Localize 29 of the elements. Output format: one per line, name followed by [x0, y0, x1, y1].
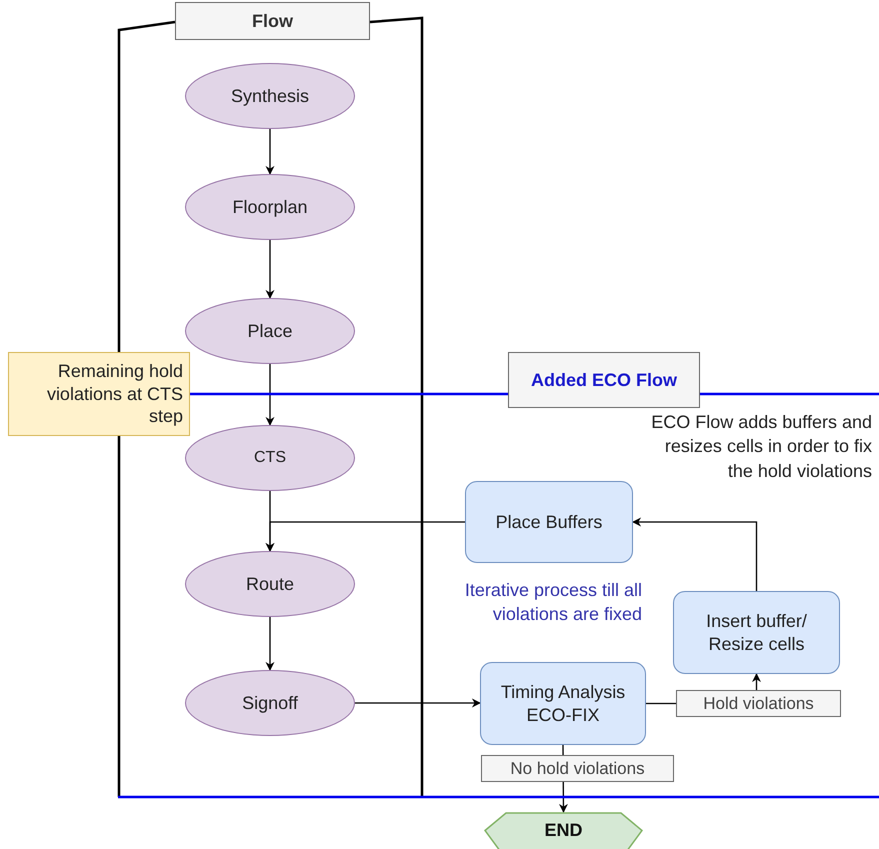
node-label: Signoff [242, 692, 298, 714]
node-label: CTS [254, 448, 286, 468]
annotation-text: Iterative process till all violations are fixed [464, 579, 642, 626]
arrow [266, 240, 274, 299]
note-text: Remaining hold violations at CTS step [46, 360, 183, 428]
node-label: Route [246, 572, 294, 596]
note-box [8, 352, 190, 436]
annotation-text: ECO Flow adds buffers and resizes cells in order to fix the hold violations [650, 411, 872, 483]
terminal-label: END [544, 819, 582, 842]
node-label: Floorplan [232, 196, 308, 218]
end-terminal [484, 812, 643, 849]
frame-title: Flow [175, 2, 370, 40]
node-label: Insert buffer/ Resize cells [705, 610, 808, 655]
arrow [632, 518, 758, 591]
process-box [673, 591, 840, 674]
arrow [355, 698, 481, 708]
node-label: Place Buffers [496, 510, 602, 534]
node-label: Timing Analysis ECO-FIX [500, 681, 626, 726]
arrow [266, 364, 274, 426]
region-title: Added ECO Flow [508, 352, 700, 408]
arrow [266, 617, 274, 671]
process-box [465, 481, 633, 563]
edge-label: Hold violations [676, 690, 841, 717]
node-label: Place [247, 320, 293, 342]
arrow [266, 521, 465, 552]
edge-label: No hold violations [481, 755, 674, 782]
arrow [266, 129, 274, 175]
process-box [480, 662, 646, 745]
node-label: Synthesis [230, 84, 310, 108]
